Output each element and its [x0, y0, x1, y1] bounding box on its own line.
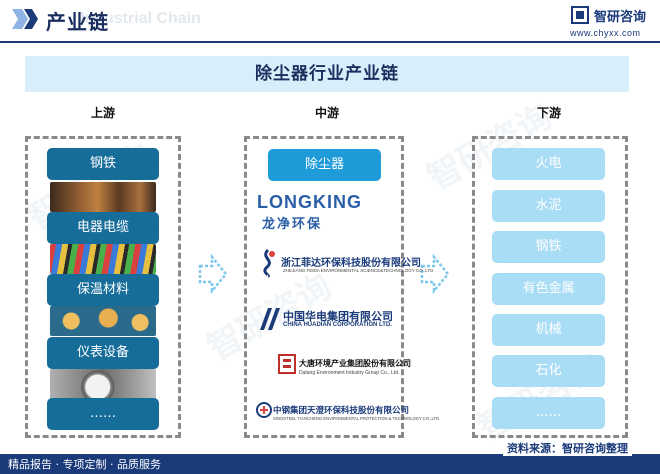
insulation-photo [50, 306, 156, 336]
upstream-item: …… [47, 398, 159, 430]
downstream-box [472, 136, 628, 438]
downstream-item: 钢铁 [492, 231, 605, 263]
arrow-right-icon [198, 254, 228, 294]
source-note: 资料来源：智研咨询整理 [503, 440, 632, 456]
header-divider [0, 41, 660, 43]
downstream-item: 机械 [492, 314, 605, 346]
feida-cn: 浙江菲达环保科技股份有限公司 [281, 258, 421, 269]
diagram-title: 除尘器行业产业链 [25, 56, 629, 92]
huadian-logo-icon [260, 308, 280, 330]
longking-name: LONGKING [257, 192, 362, 212]
chevron-mark-icon [12, 9, 38, 29]
steel-photo [50, 182, 156, 212]
header: Industrial Chain 产业链 智研咨询 www.chyxx.com [0, 0, 660, 43]
downstream-item: 水泥 [492, 190, 605, 222]
gauge-photo [50, 369, 156, 399]
downstream-item: 石化 [492, 355, 605, 387]
huadian-cn: 中国华电集团有限公司 [283, 310, 393, 323]
datang-cn: 大唐环境产业集团股份有限公司 [299, 359, 411, 368]
brand-logo-icon [571, 6, 589, 24]
footer-slogan: 精品报告 · 专项定制 · 品质服务 [8, 458, 161, 471]
upstream-item: 电器电缆 [47, 212, 159, 244]
brand-name: 智研咨询 [594, 10, 647, 25]
feida-en: ZHEJIANG FEIDA ENVIRONMENTAL SCIENCE&TEC… [283, 268, 434, 273]
tiancheng-en: SINOSTEEL TIANCHENG ENVIRONMENTAL PROTEC… [273, 416, 440, 421]
huadian-en: CHINA HUADIAN CORPORATION LTD. [283, 322, 392, 328]
downstream-item: …… [492, 397, 605, 429]
upstream-item: 保温材料 [47, 274, 159, 306]
downstream-item: 有色金属 [492, 273, 605, 305]
downstream-label: 下游 [536, 106, 561, 120]
brand-url: www.chyxx.com [570, 28, 641, 38]
upstream-label: 上游 [90, 106, 115, 120]
arrow-right-icon [420, 254, 450, 294]
feida-logo-icon [263, 248, 275, 278]
tiancheng-logo-icon [256, 402, 272, 418]
tiancheng-cn: 中钢集团天澄环保科技股份有限公司 [273, 406, 410, 416]
upstream-box [25, 136, 181, 438]
longking-cn: 龙净环保 [262, 217, 323, 232]
midstream-label: 中游 [314, 106, 339, 120]
footer-bar [0, 454, 660, 474]
midstream-header: 除尘器 [268, 149, 381, 181]
upstream-item: 钢铁 [47, 148, 159, 180]
downstream-item: 火电 [492, 148, 605, 180]
datang-logo-icon [278, 354, 296, 374]
midstream-box [244, 136, 404, 438]
page-title: 产业链 [46, 10, 109, 34]
header-ghost-text: Industrial Chain [80, 10, 201, 27]
datang-en: Datang Environment Industry Group Co., L… [299, 370, 400, 376]
upstream-item: 仪表设备 [47, 337, 159, 369]
cable-photo [50, 244, 156, 274]
